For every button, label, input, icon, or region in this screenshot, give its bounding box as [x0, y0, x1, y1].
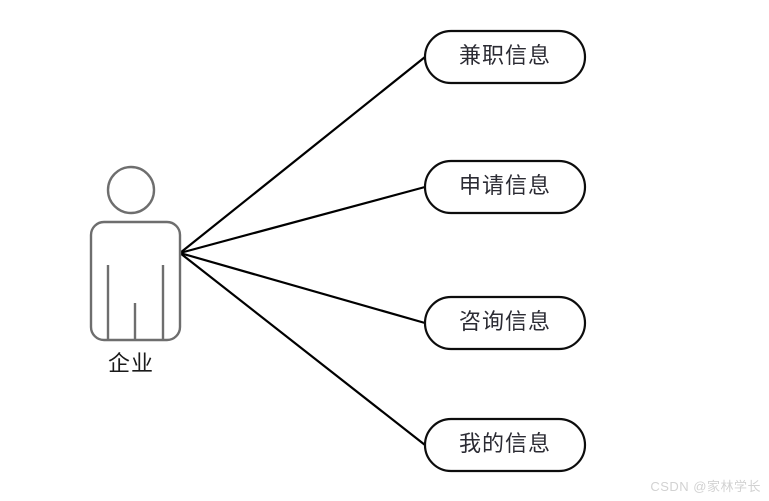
usecase-label: 咨询信息 [459, 309, 551, 334]
association-lines [179, 56, 426, 446]
watermark: CSDN @家林学长 [650, 479, 761, 494]
usecase-shape[interactable] [423, 295, 587, 351]
association-line-application [179, 185, 426, 255]
usecase-my-info[interactable]: 我的信息 [423, 417, 587, 473]
association-line-consultation [179, 251, 426, 325]
association-line-parttime [179, 56, 426, 254]
usecase-shape[interactable] [423, 29, 587, 85]
usecase-label: 我的信息 [459, 431, 551, 456]
usecase-label: 申请信息 [459, 173, 551, 198]
usecase-shape[interactable] [423, 417, 587, 473]
actor-enterprise[interactable]: 企业 [89, 165, 182, 376]
usecase-application-info[interactable]: 申请信息 [423, 159, 587, 215]
usecase-consultation-info[interactable]: 咨询信息 [423, 295, 587, 351]
association-line-my-info [179, 252, 426, 446]
usecase-shape[interactable] [423, 159, 587, 215]
usecase-label: 兼职信息 [459, 43, 551, 68]
actor-label: 企业 [108, 351, 154, 376]
actor-head-icon [106, 165, 156, 215]
usecase-parttime-info[interactable]: 兼职信息 [423, 29, 587, 85]
